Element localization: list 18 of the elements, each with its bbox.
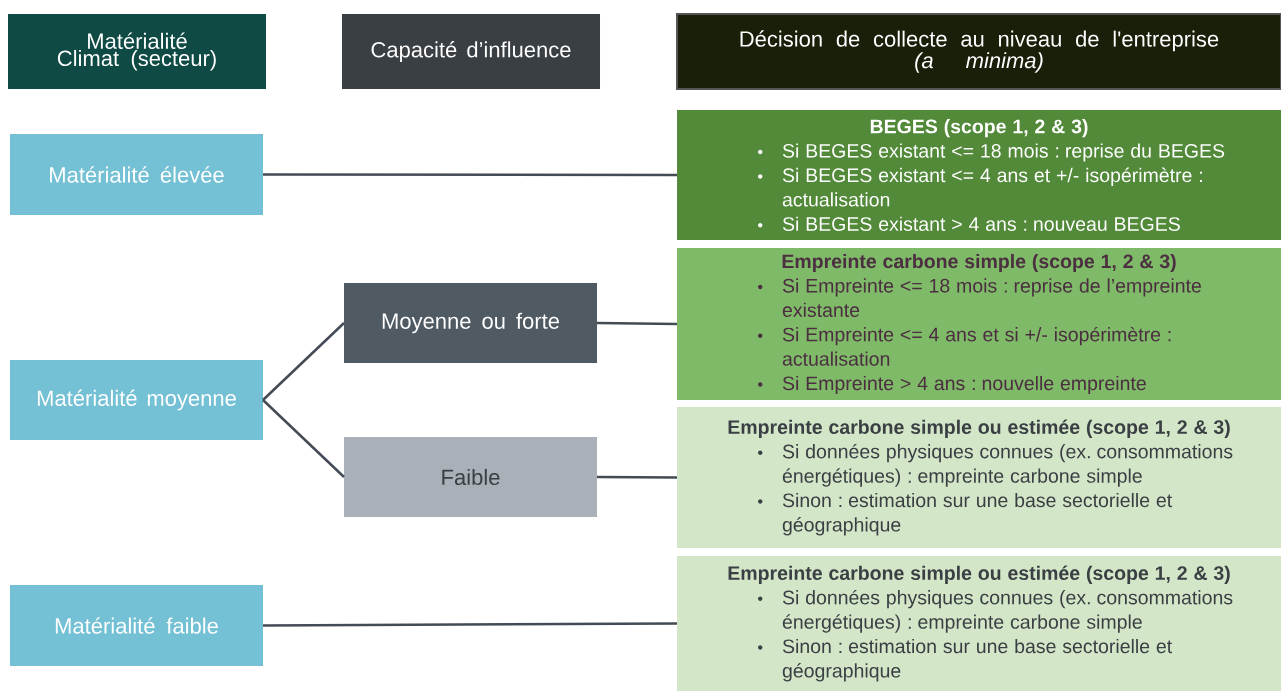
connector-line bbox=[597, 475, 677, 479]
decision-box: Empreinte carbone simple ou estimée (scope 1, 2 & 3) Si données physiques connues (ex. consommations énergétiques) : empreinte carbone simple Sinon : estimation sur une base sectorielle et géographique bbox=[677, 556, 1281, 691]
connector-line bbox=[263, 173, 677, 177]
decision-box: Empreinte carbone simple ou estimée (scope 1, 2 & 3) Si données physiques connues (ex. consommations énergétiques) : empreinte carbone simple Sinon : estimation sur une base sectorielle et géographique bbox=[677, 407, 1281, 548]
materiality-box: Matérialité faible bbox=[10, 585, 263, 666]
header-box: Matérialité Climat (secteur) bbox=[8, 14, 266, 89]
decision-box: Empreinte carbone simple (scope 1, 2 & 3) Si Empreinte <= 18 mois : reprise de l’empreinte existante Si Empreinte <= 4 ans et si +/- isopérimètre : actualisation Si Empreinte > 4 ans : nouvelle empreinte bbox=[677, 248, 1281, 400]
connector-line bbox=[262, 399, 345, 478]
header-box: Décision de collecte au niveau de l'entreprise (a minima) bbox=[676, 13, 1281, 90]
influence-box: Faible bbox=[344, 437, 597, 517]
influence-box: Moyenne ou forte bbox=[344, 283, 597, 363]
materiality-box: Matérialité élevée bbox=[10, 134, 263, 215]
connector-line bbox=[262, 322, 345, 401]
materiality-box: Matérialité moyenne bbox=[10, 360, 263, 440]
header-box: Capacité d’influence bbox=[342, 14, 600, 89]
connector-line bbox=[597, 321, 678, 326]
connector-line bbox=[263, 622, 677, 627]
decision-box: BEGES (scope 1, 2 & 3) Si BEGES existant <= 18 mois : reprise du BEGES Si BEGES existant <= 4 ans et +/- isopérimètre : actualisation Si BEGES existant > 4 ans : nouveau BEGES bbox=[677, 110, 1281, 240]
